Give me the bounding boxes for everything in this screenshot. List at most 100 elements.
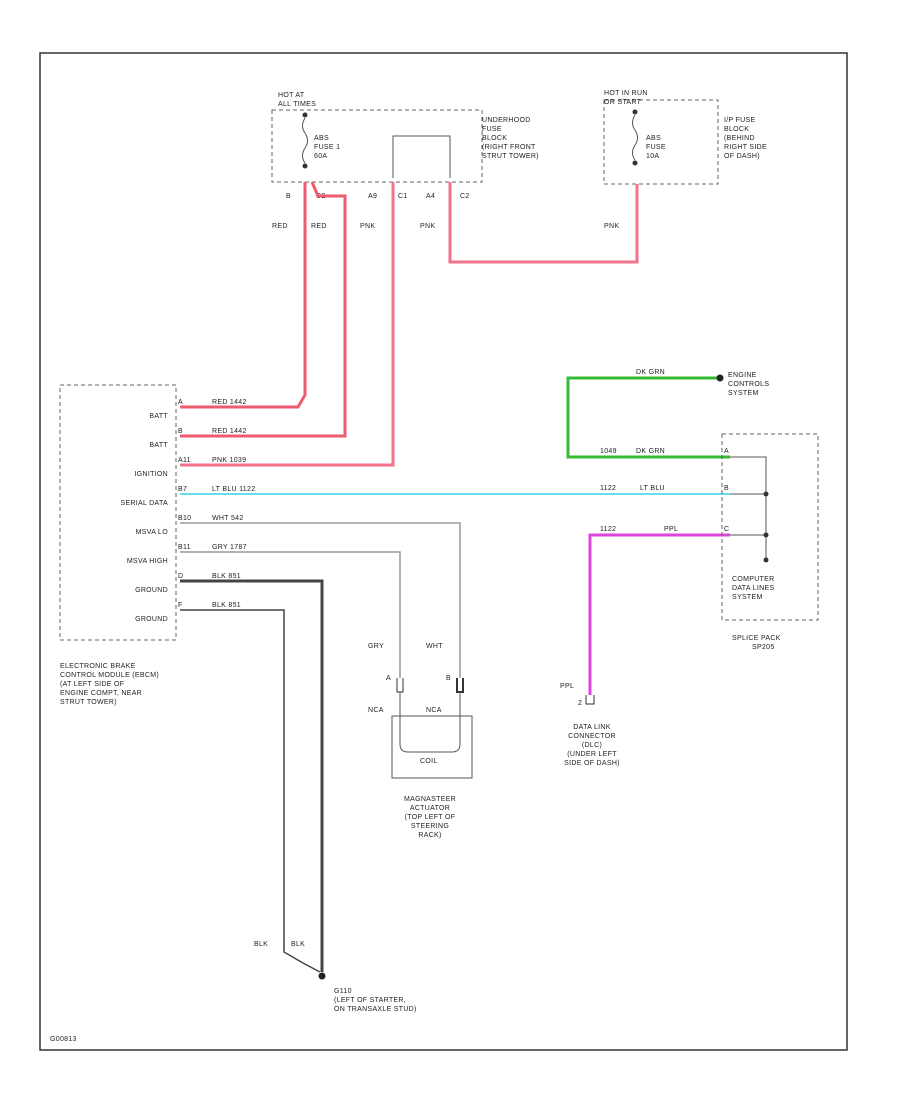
msva-wires bbox=[180, 522, 461, 678]
splice-pack-outline bbox=[721, 433, 819, 621]
abs-fuse-1-icon bbox=[302, 112, 308, 169]
ip-fuse-block-outline bbox=[603, 99, 719, 185]
dlc-pin-id: 2 bbox=[578, 700, 582, 707]
ebcm-pin-id-a: A bbox=[178, 399, 183, 406]
dlc-connector-icon bbox=[585, 695, 595, 705]
msva-caption-3: (TOP LEFT OF bbox=[405, 814, 456, 821]
abs-fuse-1-label-3: 60A bbox=[314, 153, 327, 160]
figure-id: G00813 bbox=[50, 1036, 77, 1043]
wire-blk-ground-f bbox=[180, 609, 321, 973]
msva-connector-b-icon bbox=[456, 678, 464, 693]
ebcm-caption-2: CONTROL MODULE (EBCM) bbox=[60, 672, 159, 679]
ground-caption-1: G110 bbox=[334, 988, 352, 995]
ebcm-wire-label-6: GRY 1787 bbox=[212, 544, 247, 551]
ebcm-pin-name-msva-high: MSVA HIGH bbox=[127, 558, 168, 565]
dlc-caption-4: (UNDER LEFT bbox=[567, 751, 617, 758]
hot-at-all-times-label-1: HOT AT bbox=[278, 92, 305, 99]
splice-wire-label-lt-blu: LT BLU bbox=[640, 485, 665, 492]
abs-fuse-1-label-1: ABS bbox=[314, 135, 329, 142]
msva-housing bbox=[391, 715, 473, 779]
wire-wht-msva-lo bbox=[180, 522, 461, 678]
underhood-block-label-1: UNDERHOOD bbox=[482, 117, 531, 124]
ebcm-pin-name-ignition: IGNITION bbox=[134, 471, 168, 478]
abs-fuse-10a-label-2: FUSE bbox=[646, 144, 666, 151]
ebcm-wire-label-7: BLK 851 bbox=[212, 573, 241, 580]
hot-at-all-times-label-2: ALL TIMES bbox=[278, 101, 316, 108]
wire-pnk-ignition bbox=[180, 182, 395, 467]
dlc-wire-label: PPL bbox=[560, 683, 574, 690]
wire-gry-msva-high bbox=[180, 551, 401, 678]
ebcm-caption-3: (AT LEFT SIDE OF bbox=[60, 681, 124, 688]
pin-a4: A4 bbox=[426, 193, 435, 200]
msva-caption-5: RACK) bbox=[418, 832, 441, 839]
ebcm-pin-name-batt-2: BATT bbox=[149, 442, 168, 449]
wire-ppl-dlc bbox=[588, 533, 730, 695]
power-wires bbox=[180, 181, 639, 467]
msva-connector-a-icon bbox=[396, 678, 404, 693]
ebcm-caption-5: STRUT TOWER) bbox=[60, 699, 117, 706]
data-link-connector: PPL 2 DATA LINK CONNECTOR (DLC) (UNDER L… bbox=[560, 683, 620, 767]
ebcm-pin-id-d: D bbox=[178, 573, 183, 580]
engine-controls-caption-3: SYSTEM bbox=[728, 390, 759, 397]
msva-wire-label-wht: WHT bbox=[426, 643, 443, 650]
underhood-fuse-block-outline bbox=[271, 109, 483, 183]
underhood-block-label-5: STRUT TOWER) bbox=[482, 153, 539, 160]
splice-node-b-icon bbox=[763, 491, 769, 497]
ebcm-pin-name-serial-data: SERIAL DATA bbox=[120, 500, 168, 507]
ebcm-pin-id-b7: B7 bbox=[178, 486, 187, 493]
ebcm-pin-id-a11: A11 bbox=[178, 457, 191, 464]
splice-pack-caption-2: SP205 bbox=[752, 644, 775, 651]
splice-node-end-icon bbox=[763, 557, 769, 563]
ip-fuse-block: HOT IN RUN OR START ABS FUSE 10A I/P FUS… bbox=[603, 90, 767, 185]
splice-wire-label-1122-a: 1122 bbox=[600, 485, 616, 492]
computer-data-lines-label-3: SYSTEM bbox=[732, 594, 763, 601]
ground-caption-3: ON TRANSAXLE STUD) bbox=[334, 1006, 417, 1013]
dlc-caption-2: CONNECTOR bbox=[568, 733, 616, 740]
top-wire-label-pnk-3: PNK bbox=[604, 223, 619, 230]
abs-fuse-10a-icon bbox=[632, 109, 638, 166]
ebcm-wire-label-8: BLK 851 bbox=[212, 602, 241, 609]
ebcm-wire-label-4: LT BLU 1122 bbox=[212, 486, 255, 493]
ip-block-label-1: I/P FUSE bbox=[724, 117, 755, 124]
abs-fuse-1-label-2: FUSE 1 bbox=[314, 144, 340, 151]
ebcm-module: BATT BATT IGNITION SERIAL DATA MSVA LO M… bbox=[59, 384, 255, 706]
underhood-block-label-4: (RIGHT FRONT bbox=[482, 144, 536, 151]
msva-caption-4: STEERING bbox=[411, 823, 449, 830]
dlc-caption-1: DATA LINK bbox=[573, 724, 610, 731]
ground-g110: BLK BLK G110 (LEFT OF STARTER, ON TRANSA… bbox=[254, 941, 417, 1013]
ground-wire-label-1: BLK bbox=[254, 941, 268, 948]
diagram-frame bbox=[39, 52, 848, 1051]
splice-pin-c: C bbox=[724, 526, 729, 533]
msva-pin-a: A bbox=[386, 675, 391, 682]
ebcm-pin-id-b11: B11 bbox=[178, 544, 191, 551]
underhood-fuse-block: HOT AT ALL TIMES ABS FUSE 1 60A UNDERHOO… bbox=[271, 92, 539, 200]
msva-wire-label-gry: GRY bbox=[368, 643, 384, 650]
hot-in-run-label-1: HOT IN RUN bbox=[604, 90, 648, 97]
ebcm-wire-label-5: WHT 542 bbox=[212, 515, 244, 522]
splice-bus bbox=[730, 456, 767, 560]
ebcm-wire-label-2: RED 1442 bbox=[212, 428, 247, 435]
splice-pin-b: B bbox=[724, 485, 729, 492]
pin-a9: A9 bbox=[368, 193, 377, 200]
pin-c1: C1 bbox=[398, 193, 408, 200]
splice-node-c-icon bbox=[763, 532, 769, 538]
ebcm-wire-label-1: RED 1442 bbox=[212, 399, 247, 406]
ebcm-outline bbox=[59, 384, 177, 641]
splice-pack-caption-1: SPLICE PACK bbox=[732, 635, 781, 642]
ip-block-label-3: (BEHIND bbox=[724, 135, 755, 142]
dlc-caption-5: SIDE OF DASH) bbox=[564, 760, 620, 767]
splice-wire-label-dk-grn: DK GRN bbox=[636, 448, 665, 455]
wire-blk-ground-d bbox=[180, 579, 324, 972]
top-wire-label-pnk-2: PNK bbox=[420, 223, 435, 230]
top-wire-label-red-2: RED bbox=[311, 223, 327, 230]
data-wires bbox=[180, 376, 730, 695]
msva-nca-label-2: NCA bbox=[426, 707, 442, 714]
ebcm-pin-name-batt-1: BATT bbox=[149, 413, 168, 420]
ebcm-wire-label-3: PNK 1039 bbox=[212, 457, 246, 464]
underhood-block-label-3: BLOCK bbox=[482, 135, 507, 142]
ebcm-pin-name-msva-lo: MSVA LO bbox=[136, 529, 169, 536]
underhood-internal-bus bbox=[392, 135, 451, 178]
ground-wire-label-2: BLK bbox=[291, 941, 305, 948]
pin-b: B bbox=[286, 193, 291, 200]
